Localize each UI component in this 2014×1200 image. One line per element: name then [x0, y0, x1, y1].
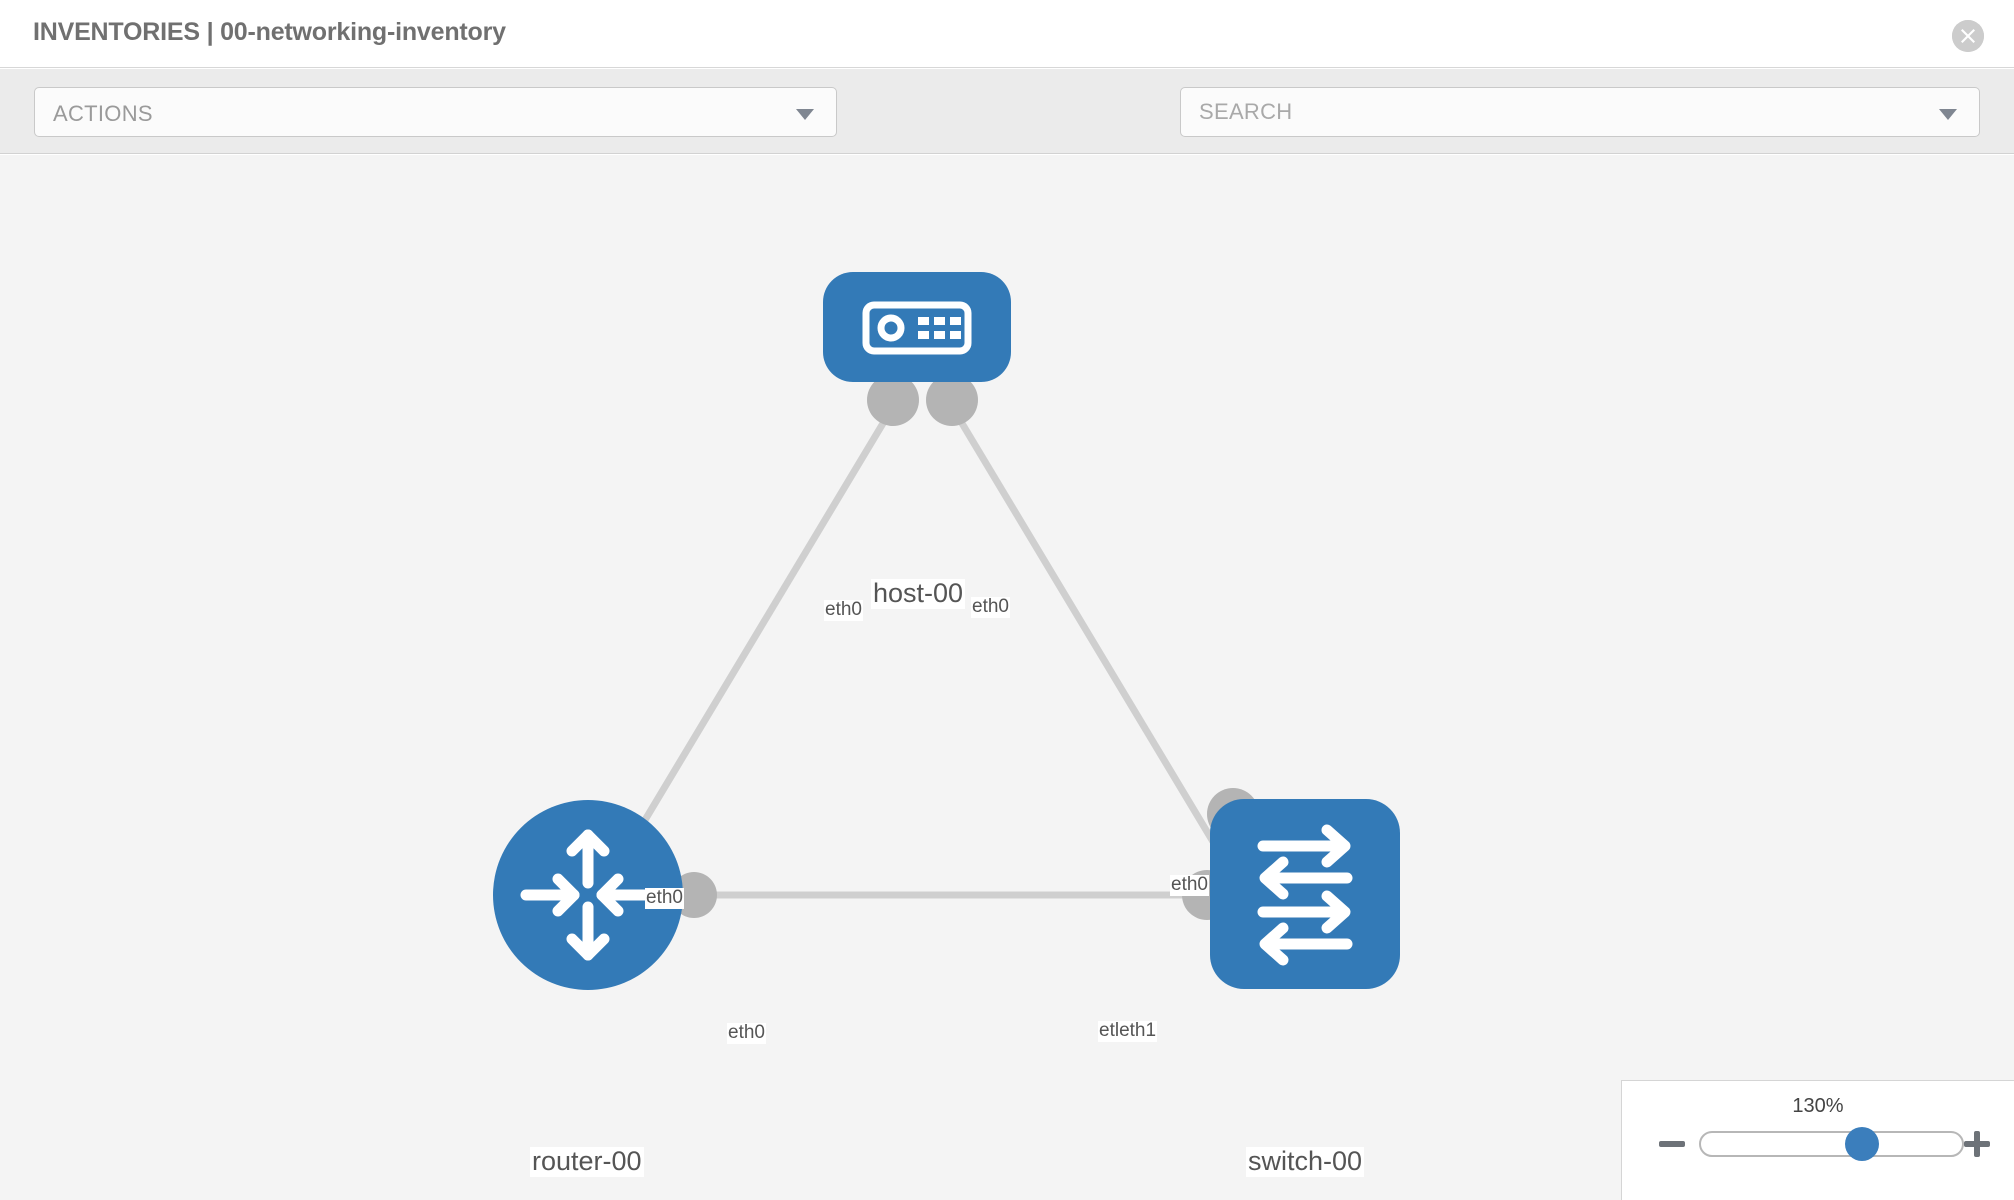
topology-links [596, 393, 1249, 899]
page-header: INVENTORIES | 00-networking-inventory [0, 0, 2014, 68]
actions-dropdown-label: ACTIONS [53, 101, 153, 126]
iface-label-host00-right: eth0 [971, 596, 1010, 618]
zoom-level-value: 130% [1792, 1095, 1844, 1117]
port-host00-eth0-left [867, 374, 919, 426]
close-icon[interactable] [1952, 20, 1984, 52]
iface-label-router00-uplink: eth0 [645, 887, 684, 909]
node-switch-00 [1210, 799, 1400, 989]
node-router-00 [493, 800, 683, 990]
link-host00-switch00 [941, 393, 1249, 897]
iface-label-switch00-eth1: etleth1 [1098, 1020, 1158, 1042]
plus-icon[interactable] [1962, 1129, 1992, 1159]
minus-icon[interactable] [1657, 1129, 1687, 1159]
toolbar: ACTIONS [0, 69, 2014, 198]
zoom-control-panel: 130% [1621, 1080, 2014, 1200]
iface-label-switch00-uplink: eth0 [1170, 874, 1209, 896]
node-label-host-00: host-00 [871, 578, 966, 609]
zoom-slider-thumb[interactable] [1845, 1127, 1879, 1161]
search-input[interactable] [1199, 88, 1899, 136]
node-host-00 [823, 272, 1011, 382]
page-title: INVENTORIES | 00-networking-inventory [33, 18, 506, 46]
node-label-switch-00: switch-00 [1246, 1146, 1365, 1177]
actions-dropdown[interactable]: ACTIONS [34, 87, 837, 137]
iface-label-host00-left: eth0 [824, 599, 863, 621]
port-host00-eth0-right [926, 374, 978, 426]
zoom-slider[interactable] [1699, 1127, 1964, 1161]
link-host00-router00 [596, 393, 904, 897]
topology-ports [671, 374, 1259, 920]
topology-canvas[interactable]: host-00 router-00 switch-00 eth0 eth0 et… [0, 155, 2014, 1200]
node-label-router-00: router-00 [530, 1146, 644, 1177]
iface-label-router00-eth0: eth0 [727, 1022, 766, 1044]
chevron-down-icon[interactable] [1939, 109, 1957, 120]
chevron-down-icon [796, 109, 814, 120]
topology-graph [493, 272, 1400, 990]
search-field[interactable] [1180, 87, 1980, 137]
